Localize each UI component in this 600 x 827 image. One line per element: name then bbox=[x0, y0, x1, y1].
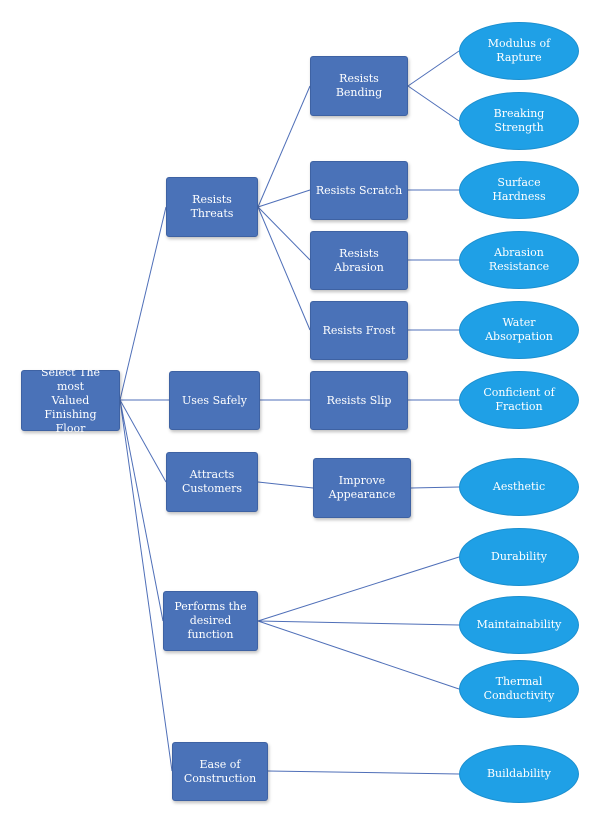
node-attracts-customers: Attracts Customers bbox=[166, 452, 258, 512]
edge-performs-thermal bbox=[257, 620, 460, 690]
node-performs-function-label: Performs the desired function bbox=[174, 600, 247, 641]
measure-surface-hardness-label: Surface Hardness bbox=[492, 176, 546, 203]
node-resists-frost: Resists Frost bbox=[310, 301, 408, 360]
node-resists-threats-label: Resists Threats bbox=[190, 193, 234, 220]
node-improve-appearance: Improve Appearance bbox=[313, 458, 411, 518]
edge-root-resists-threats bbox=[119, 206, 167, 401]
edge-threats-abrasion bbox=[257, 206, 311, 261]
edge-performs-maintainability bbox=[257, 620, 460, 626]
measure-abrasion-resistance-label: Abrasion Resistance bbox=[488, 246, 550, 273]
node-resists-scratch: Resists Scratch bbox=[310, 161, 408, 220]
node-resists-abrasion-label: Resists Abrasion bbox=[334, 246, 384, 274]
measure-maintainability-label: Maintainability bbox=[476, 618, 562, 631]
node-uses-safely-label: Uses Safely bbox=[182, 393, 247, 407]
measure-aesthetic-label: Aesthetic bbox=[492, 480, 546, 493]
measure-surface-hardness: Surface Hardness bbox=[459, 161, 579, 219]
measure-water-absorpation: Water Absorpation bbox=[459, 301, 579, 359]
edge-appearance-aesthetic bbox=[410, 486, 460, 489]
measure-fraction-label: Conficient of Fraction bbox=[483, 386, 555, 413]
node-improve-appearance-label: Improve Appearance bbox=[328, 474, 396, 501]
node-resists-slip: Resists Slip bbox=[310, 371, 408, 430]
edge-threats-scratch bbox=[257, 189, 311, 208]
measure-thermal-conductivity-label: Thermal Conductivity bbox=[483, 675, 555, 702]
node-performs-function: Performs the desired function bbox=[163, 591, 258, 651]
measure-modulus-rapture: Modulus of Rapture bbox=[459, 22, 579, 80]
node-resists-abrasion: Resists Abrasion bbox=[310, 231, 408, 290]
measure-thermal-conductivity: Thermal Conductivity bbox=[459, 660, 579, 718]
measure-aesthetic: Aesthetic bbox=[459, 458, 579, 516]
edge-ease-buildability bbox=[267, 770, 460, 775]
measure-modulus-rapture-label: Modulus of Rapture bbox=[487, 37, 551, 64]
node-resists-bending: Resists Bending bbox=[310, 56, 408, 116]
root-node-label: Select The most Valued Finishing Floor bbox=[40, 365, 101, 435]
edge-threats-frost bbox=[257, 206, 311, 331]
edge-root-ease-construction bbox=[119, 399, 173, 772]
edge-root-performs-function bbox=[119, 399, 164, 622]
node-resists-slip-label: Resists Slip bbox=[326, 393, 392, 407]
node-ease-construction: Ease of Construction bbox=[172, 742, 268, 801]
edge-bending-modulus bbox=[407, 50, 460, 87]
edge-performs-durability bbox=[257, 556, 460, 622]
measure-buildability: Buildability bbox=[459, 745, 579, 803]
measure-abrasion-resistance: Abrasion Resistance bbox=[459, 231, 579, 289]
measure-breaking-strength: Breaking Strength bbox=[459, 92, 579, 150]
edge-threats-bending bbox=[257, 85, 311, 208]
edge-attracts-appearance bbox=[257, 481, 314, 489]
measure-buildability-label: Buildability bbox=[486, 767, 552, 780]
node-resists-bending-label: Resists Bending bbox=[335, 72, 383, 99]
edge-root-attracts-customers bbox=[119, 399, 167, 483]
measure-fraction: Conficient of Fraction bbox=[459, 371, 579, 429]
node-resists-scratch-label: Resists Scratch bbox=[315, 183, 403, 197]
measure-maintainability: Maintainability bbox=[459, 596, 579, 654]
node-resists-threats: Resists Threats bbox=[166, 177, 258, 237]
root-node: Select The most Valued Finishing Floor bbox=[21, 366, 120, 435]
measure-water-absorpation-label: Water Absorpation bbox=[485, 316, 553, 343]
measure-durability-label: Durability bbox=[491, 550, 547, 563]
node-attracts-customers-label: Attracts Customers bbox=[181, 468, 243, 495]
node-ease-construction-label: Ease of Construction bbox=[183, 757, 257, 785]
node-uses-safely: Uses Safely bbox=[169, 371, 260, 430]
measure-breaking-strength-label: Breaking Strength bbox=[493, 107, 545, 134]
node-resists-frost-label: Resists Frost bbox=[322, 323, 396, 337]
edge-bending-breaking bbox=[407, 85, 460, 122]
measure-durability: Durability bbox=[459, 528, 579, 586]
